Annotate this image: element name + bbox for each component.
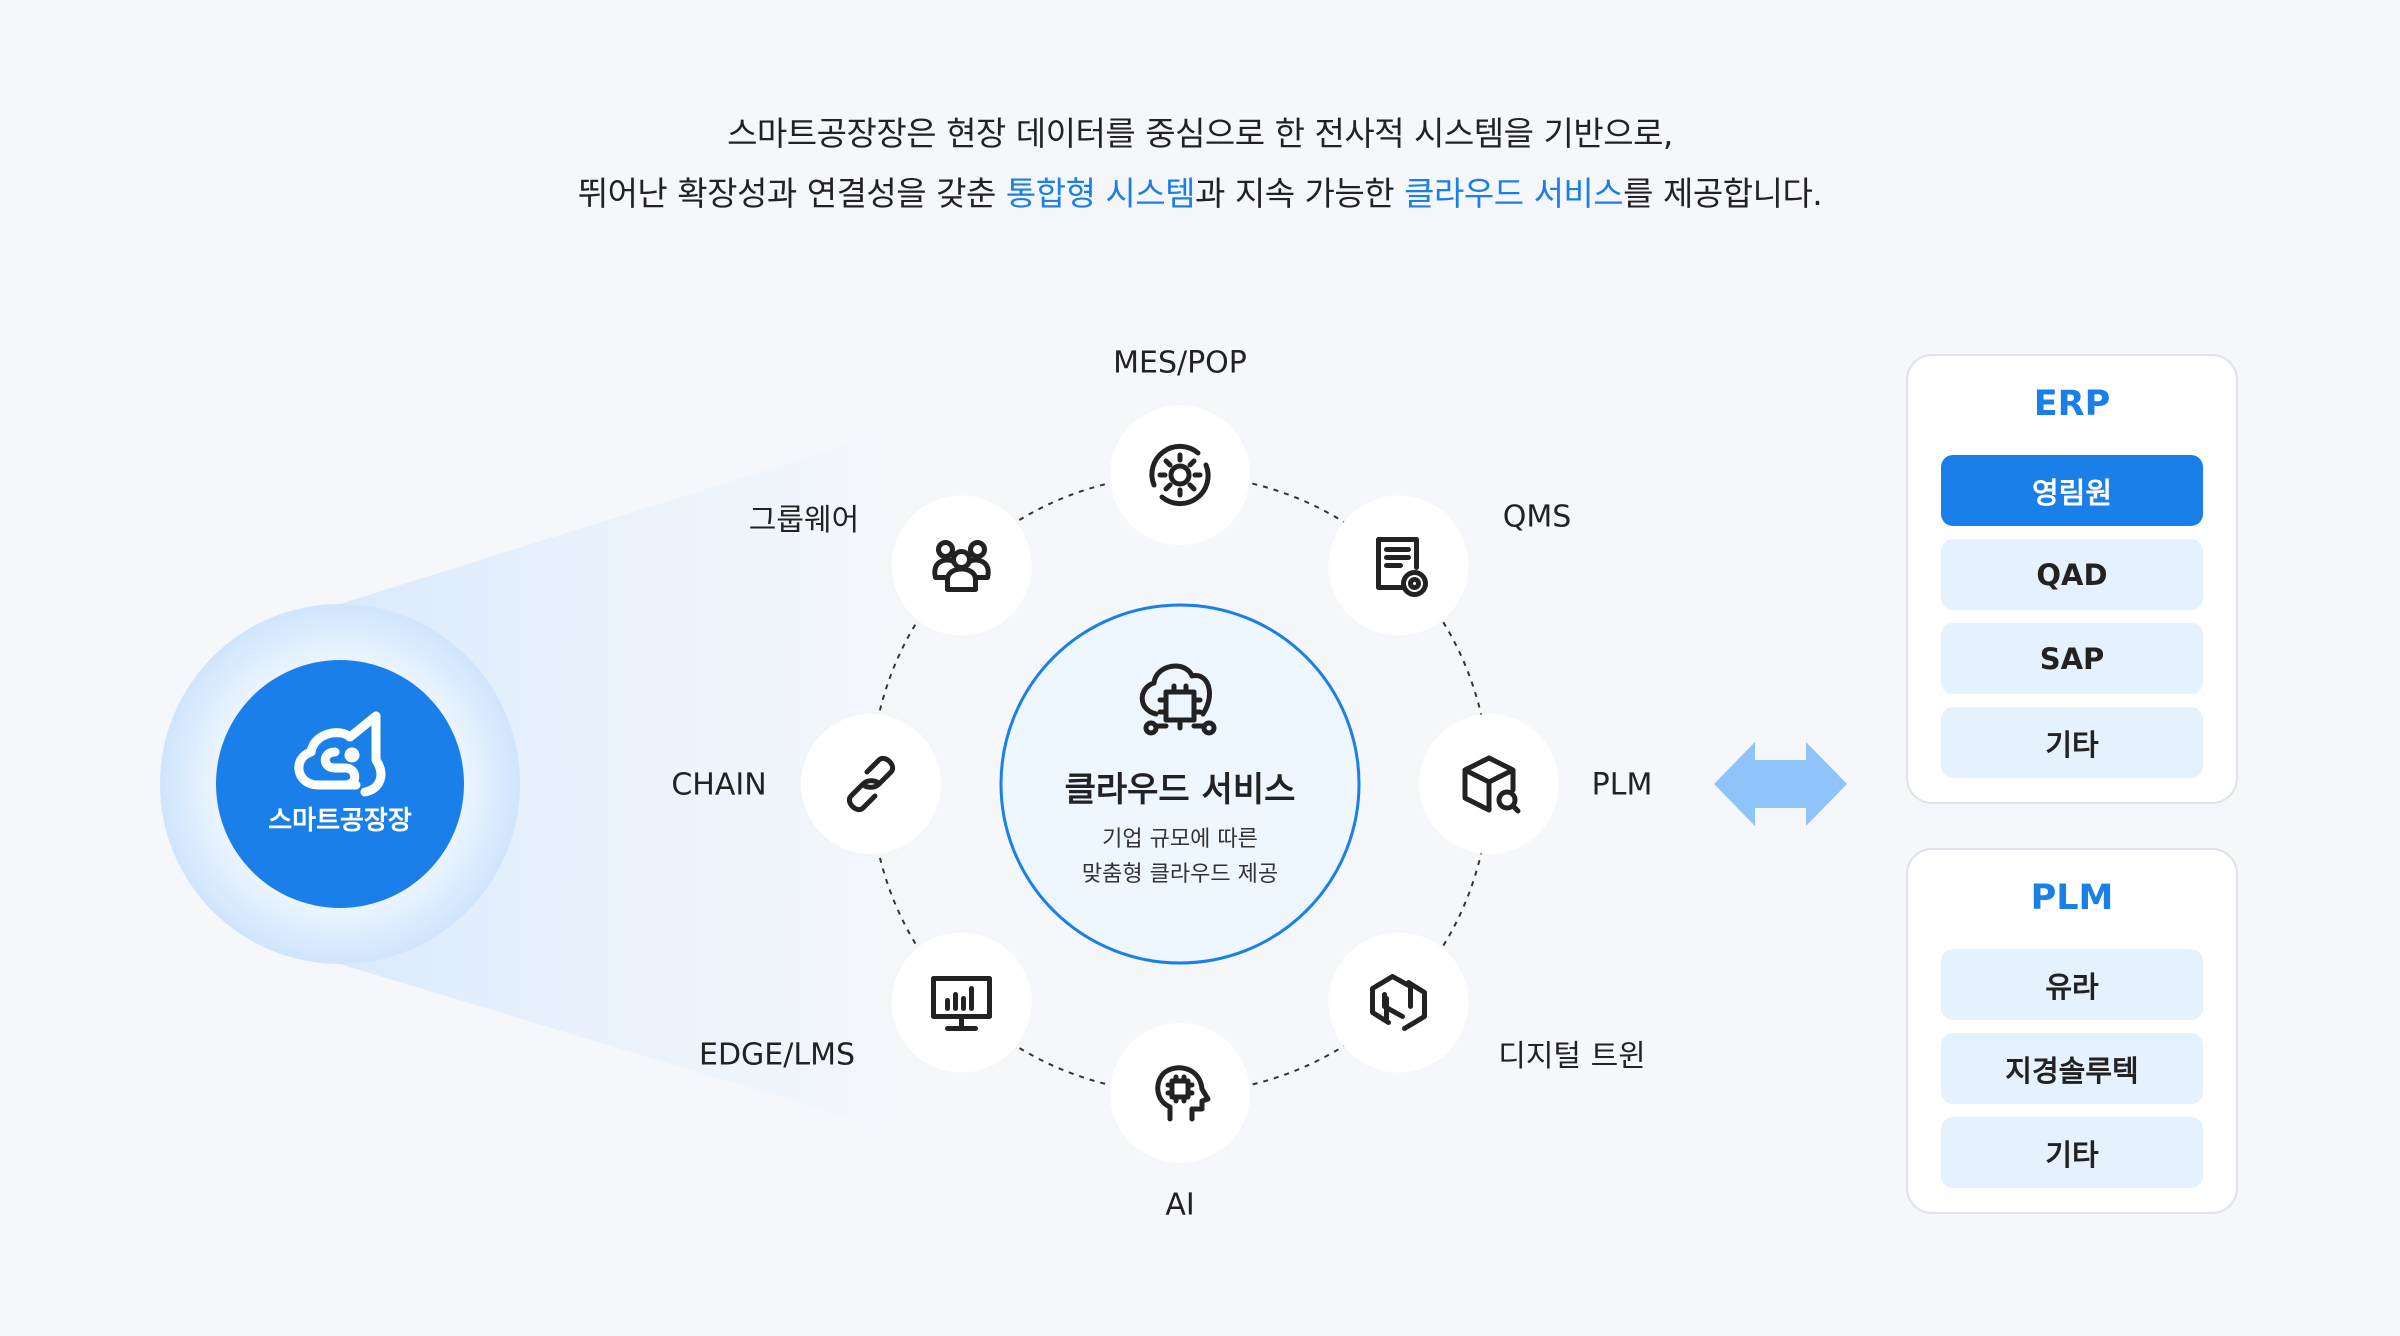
center-subtitle: 기업 규모에 따른 맞춤형 클라우드 제공 [1001,822,1359,892]
plm-card-title: PLM [2030,878,2114,918]
center-circle [999,603,1361,965]
node-document-gear [1328,495,1469,636]
users-icon [932,540,991,592]
plm-item[interactable]: 기타 [1941,1117,2203,1188]
logo-text: 스마트공장장 [268,806,412,836]
highlight-integrated-system: 통합형 시스템 [1005,174,1196,213]
center-subtitle-line-1: 기업 규모에 따른 [1102,827,1258,852]
monitor-chart-icon [931,976,992,1031]
node-circle [1328,932,1469,1073]
plm-item[interactable]: 지경솔루텍 [1941,1033,2203,1104]
heading-text: 과 지속 가능한 [1195,174,1405,213]
node-label-qms: QMS [1502,499,1572,535]
document-gear-icon [1376,537,1428,597]
erp-item[interactable]: SAP [1941,623,2203,694]
node-monitor-chart [891,932,1032,1073]
box-search-icon [1462,755,1521,814]
heading-line-2: 뛰어난 확장성과 연결성을 갖춘 통합형 시스템과 지속 가능한 클라우드 서비… [0,164,2400,224]
node-box-search [1419,714,1559,854]
erp-item[interactable]: QAD [1941,539,2203,610]
erp-card-title: ERP [2033,384,2111,424]
node-label-digital-twin: 디지털 트윈 [1498,1039,1646,1074]
center-title: 클라우드 서비스 [1064,770,1296,810]
heading-line-1: 스마트공장장은 현장 데이터를 중심으로 한 전사적 시스템을 기반으로, [727,114,1673,153]
node-label-chain: CHAIN [671,767,767,803]
node-label-plm: PLM [1591,767,1653,803]
node-label-ai: AI [1165,1187,1195,1223]
link-icon [847,756,895,812]
node-circle [801,714,941,854]
cloud-s-logo-icon [294,711,386,797]
heading: 스마트공장장은 현장 데이터를 중심으로 한 전사적 시스템을 기반으로, 뛰어… [0,104,2400,224]
erp-item[interactable]: 기타 [1941,707,2203,778]
heading-text: 를 제공합니다. [1623,174,1823,213]
light-beam [340,413,949,1148]
twin-hexagon-icon [1370,974,1427,1031]
node-label-groupware: 그룹웨어 [748,503,860,538]
heading-text: 뛰어난 확장성과 연결성을 갖춘 [577,174,1006,213]
erp-card: ERP 영림원 QAD SAP 기타 [1906,354,2238,804]
plm-card: PLM 유라 지경솔루텍 기타 [1906,848,2238,1214]
node-link [801,714,941,854]
erp-item[interactable]: 영림원 [1941,455,2203,526]
center-subtitle-line-2: 맞춤형 클라우드 제공 [1081,862,1279,887]
gear-refresh-icon [1149,443,1211,507]
plm-item[interactable]: 유라 [1941,949,2203,1020]
node-circle [1110,405,1250,545]
node-label-edge-lms: EDGE/LMS [698,1037,856,1073]
node-gear-refresh [1110,405,1250,545]
cloud-chip-icon [1139,663,1217,736]
highlight-cloud-service: 클라우드 서비스 [1404,174,1624,213]
node-head-chip [1110,1023,1250,1163]
node-users [891,495,1032,636]
bidirectional-arrow [1714,742,1847,826]
node-twin-hexagon [1328,932,1469,1073]
head-chip-icon [1155,1065,1211,1122]
node-circle [1110,1023,1250,1163]
node-label-mes-pop: MES/POP [1113,345,1247,381]
